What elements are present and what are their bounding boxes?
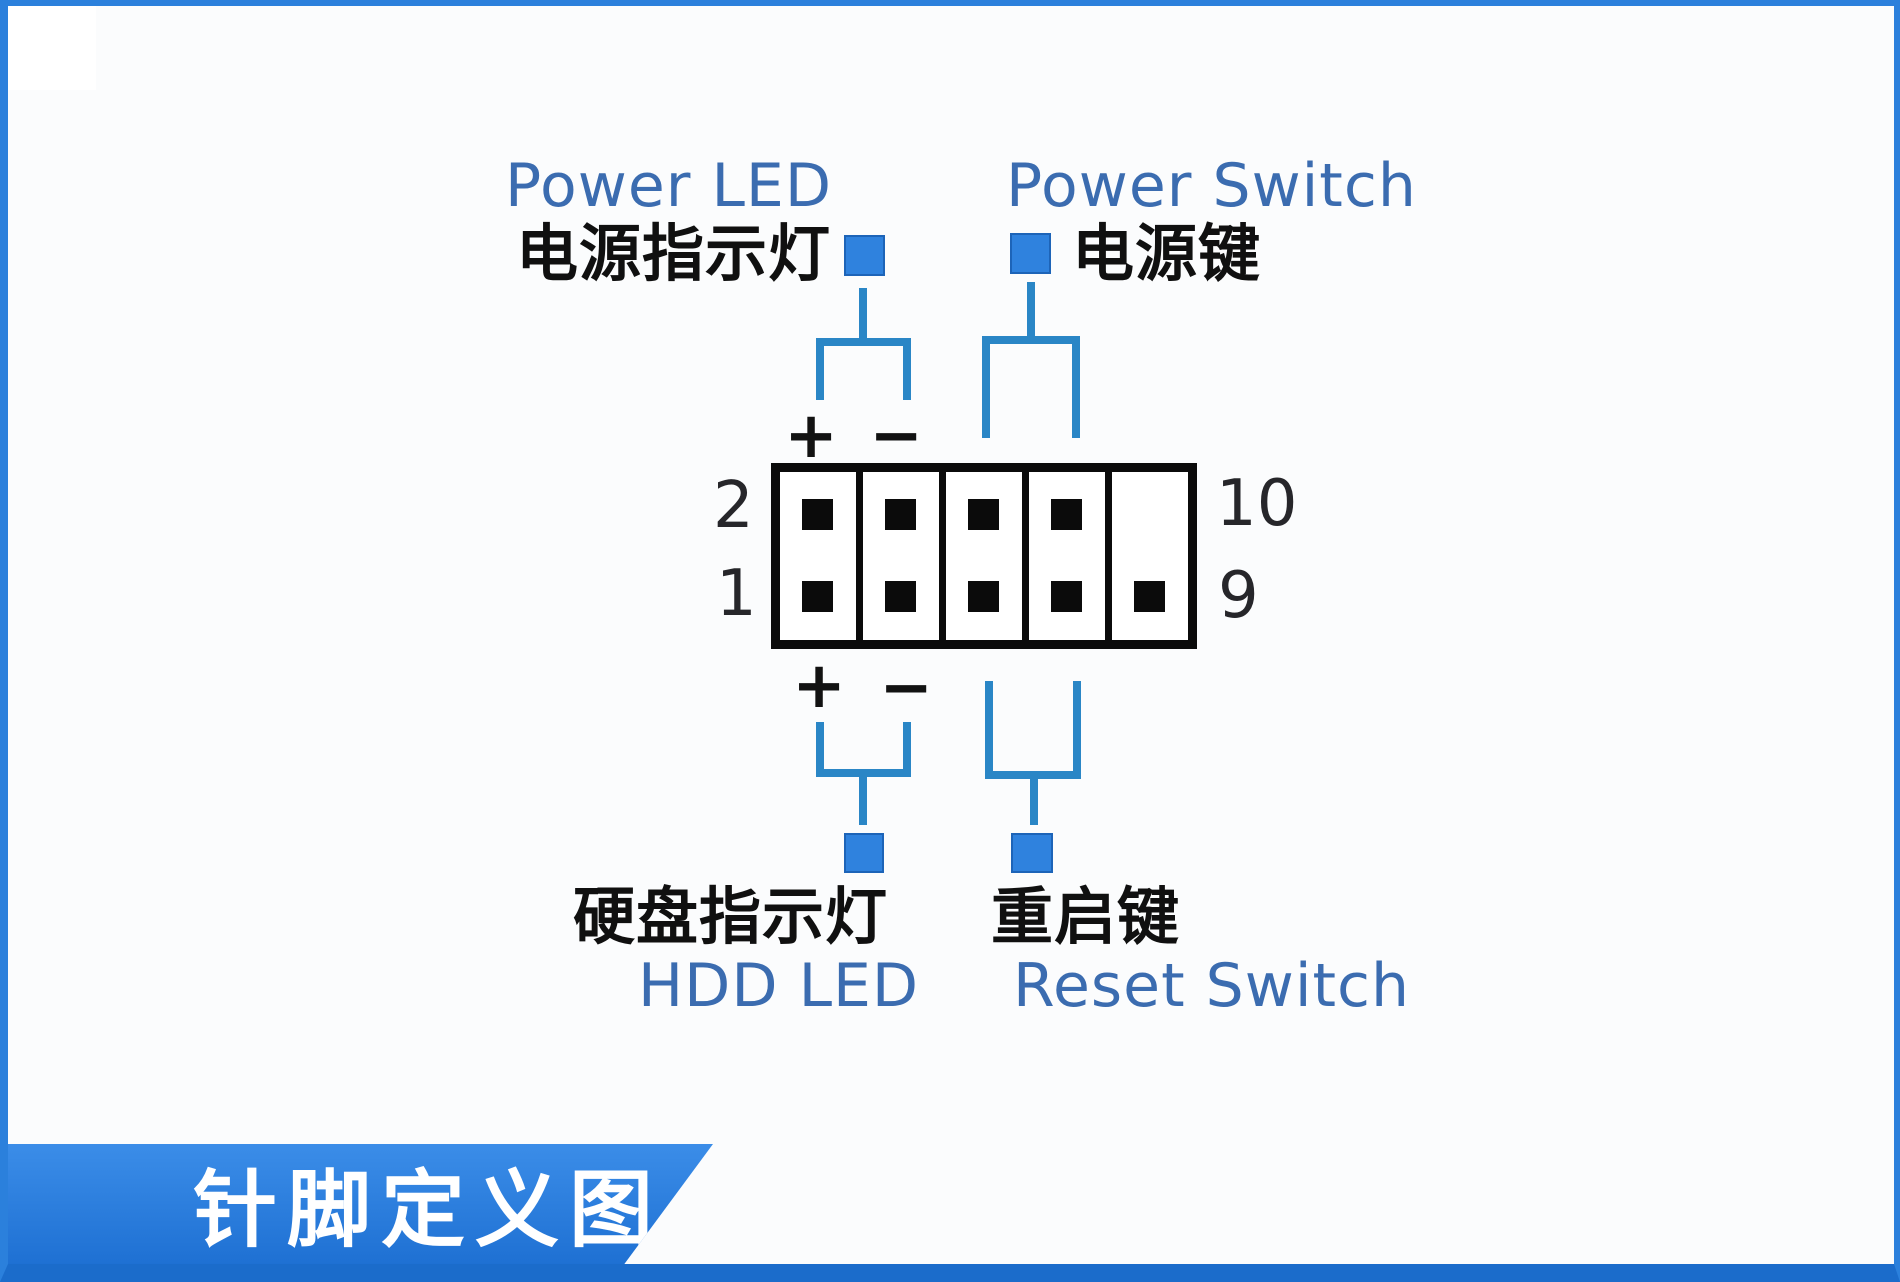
pin-bottom-col5	[1134, 581, 1165, 612]
power-switch-wire-bar	[982, 336, 1080, 344]
reset-wire-prong-left	[985, 681, 993, 779]
bottom-plus-sign: +	[792, 649, 846, 723]
pin-top-col1	[802, 499, 833, 530]
hdd-led-zh-label: 硬盘指示灯	[573, 880, 889, 953]
power-switch-wire-stem	[1027, 282, 1035, 338]
header-cell-3	[946, 472, 1022, 640]
reset-zh-label: 重启键	[991, 880, 1181, 953]
power-led-wire-prong-right	[903, 338, 911, 400]
reset-wire-prong-right	[1073, 681, 1081, 779]
banner-title: 针脚定义图	[193, 1161, 664, 1259]
power-led-wire-bar	[816, 338, 911, 346]
power-switch-zh-label: 电源键	[1072, 217, 1262, 290]
pin-bottom-col1	[802, 581, 833, 612]
pin-number-bottom-right: 9	[1218, 559, 1259, 633]
reset-wire-bar	[985, 771, 1081, 779]
pin-number-top-right: 10	[1216, 467, 1298, 541]
header-cell-2	[863, 472, 939, 640]
bottom-minus-sign: −	[879, 651, 933, 725]
hdd-led-en-label: HDD LED	[638, 951, 920, 1021]
pin-number-bottom-left: 1	[716, 557, 757, 631]
power-switch-legend-square	[1010, 233, 1051, 274]
power-led-wire-stem	[859, 288, 867, 342]
pin-top-col4	[1051, 499, 1082, 530]
header-cell-4	[1029, 472, 1105, 640]
power-switch-en-label: Power Switch	[1006, 151, 1417, 221]
power-switch-wire-prong-right	[1072, 336, 1080, 438]
power-led-wire-prong-left	[816, 338, 824, 400]
power-switch-wire-prong-left	[982, 336, 990, 438]
frame-notch	[8, 6, 96, 90]
power-led-legend-square	[844, 235, 885, 276]
hdd-led-wire-prong-left	[816, 722, 824, 777]
pin-top-col2	[885, 499, 916, 530]
reset-wire-stem	[1030, 777, 1038, 825]
header-cell-5	[1112, 472, 1188, 640]
reset-en-label: Reset Switch	[1013, 951, 1411, 1021]
hdd-led-wire-bar	[816, 769, 911, 777]
pin-bottom-col2	[885, 581, 916, 612]
hdd-led-legend-square	[844, 833, 884, 873]
reset-legend-square	[1011, 833, 1053, 873]
front-panel-header-box	[771, 463, 1197, 649]
hdd-led-wire-stem	[859, 775, 867, 825]
pin-bottom-col4	[1051, 581, 1082, 612]
title-banner: 针脚定义图	[8, 1144, 713, 1264]
header-cell-1	[780, 472, 856, 640]
hdd-led-wire-prong-right	[903, 722, 911, 777]
top-minus-sign: −	[869, 399, 923, 473]
pin-bottom-col3	[968, 581, 999, 612]
pin-top-col3	[968, 499, 999, 530]
power-led-zh-label: 电源指示灯	[516, 217, 832, 290]
top-plus-sign: +	[784, 399, 838, 473]
pin-number-top-left: 2	[713, 469, 754, 543]
power-led-en-label: Power LED	[505, 151, 833, 221]
